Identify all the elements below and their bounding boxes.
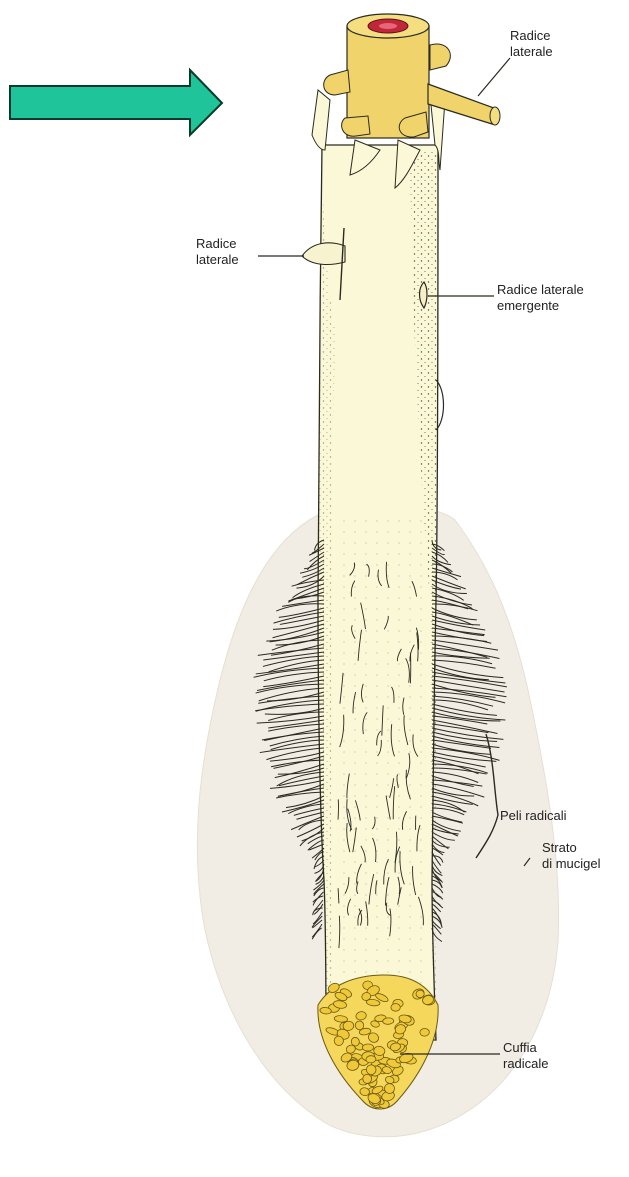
root-cap-cell: [362, 1074, 371, 1084]
root-cap-cell: [416, 990, 424, 998]
root-cap-cell: [391, 1004, 400, 1012]
label-radice-laterale-top: Radice laterale: [510, 28, 553, 60]
label-radice-laterale-emergente: Radice laterale emergente: [497, 282, 584, 314]
leader-radice-laterale-top: [478, 58, 510, 96]
label-peli-radicali: Peli radicali: [500, 808, 566, 824]
label-strato-di-mucigel: Strato di mucigel: [542, 840, 601, 872]
root-cap-cell: [420, 1028, 430, 1036]
label-cuffia-radicale: Cuffia radicale: [503, 1040, 549, 1072]
right-arrow-icon: [10, 70, 222, 135]
root-cap-cell: [366, 1055, 376, 1063]
lateral-root-left: [302, 243, 345, 265]
label-radice-laterale-left: Radice laterale: [196, 236, 239, 268]
root-cap-cell: [362, 1044, 373, 1051]
